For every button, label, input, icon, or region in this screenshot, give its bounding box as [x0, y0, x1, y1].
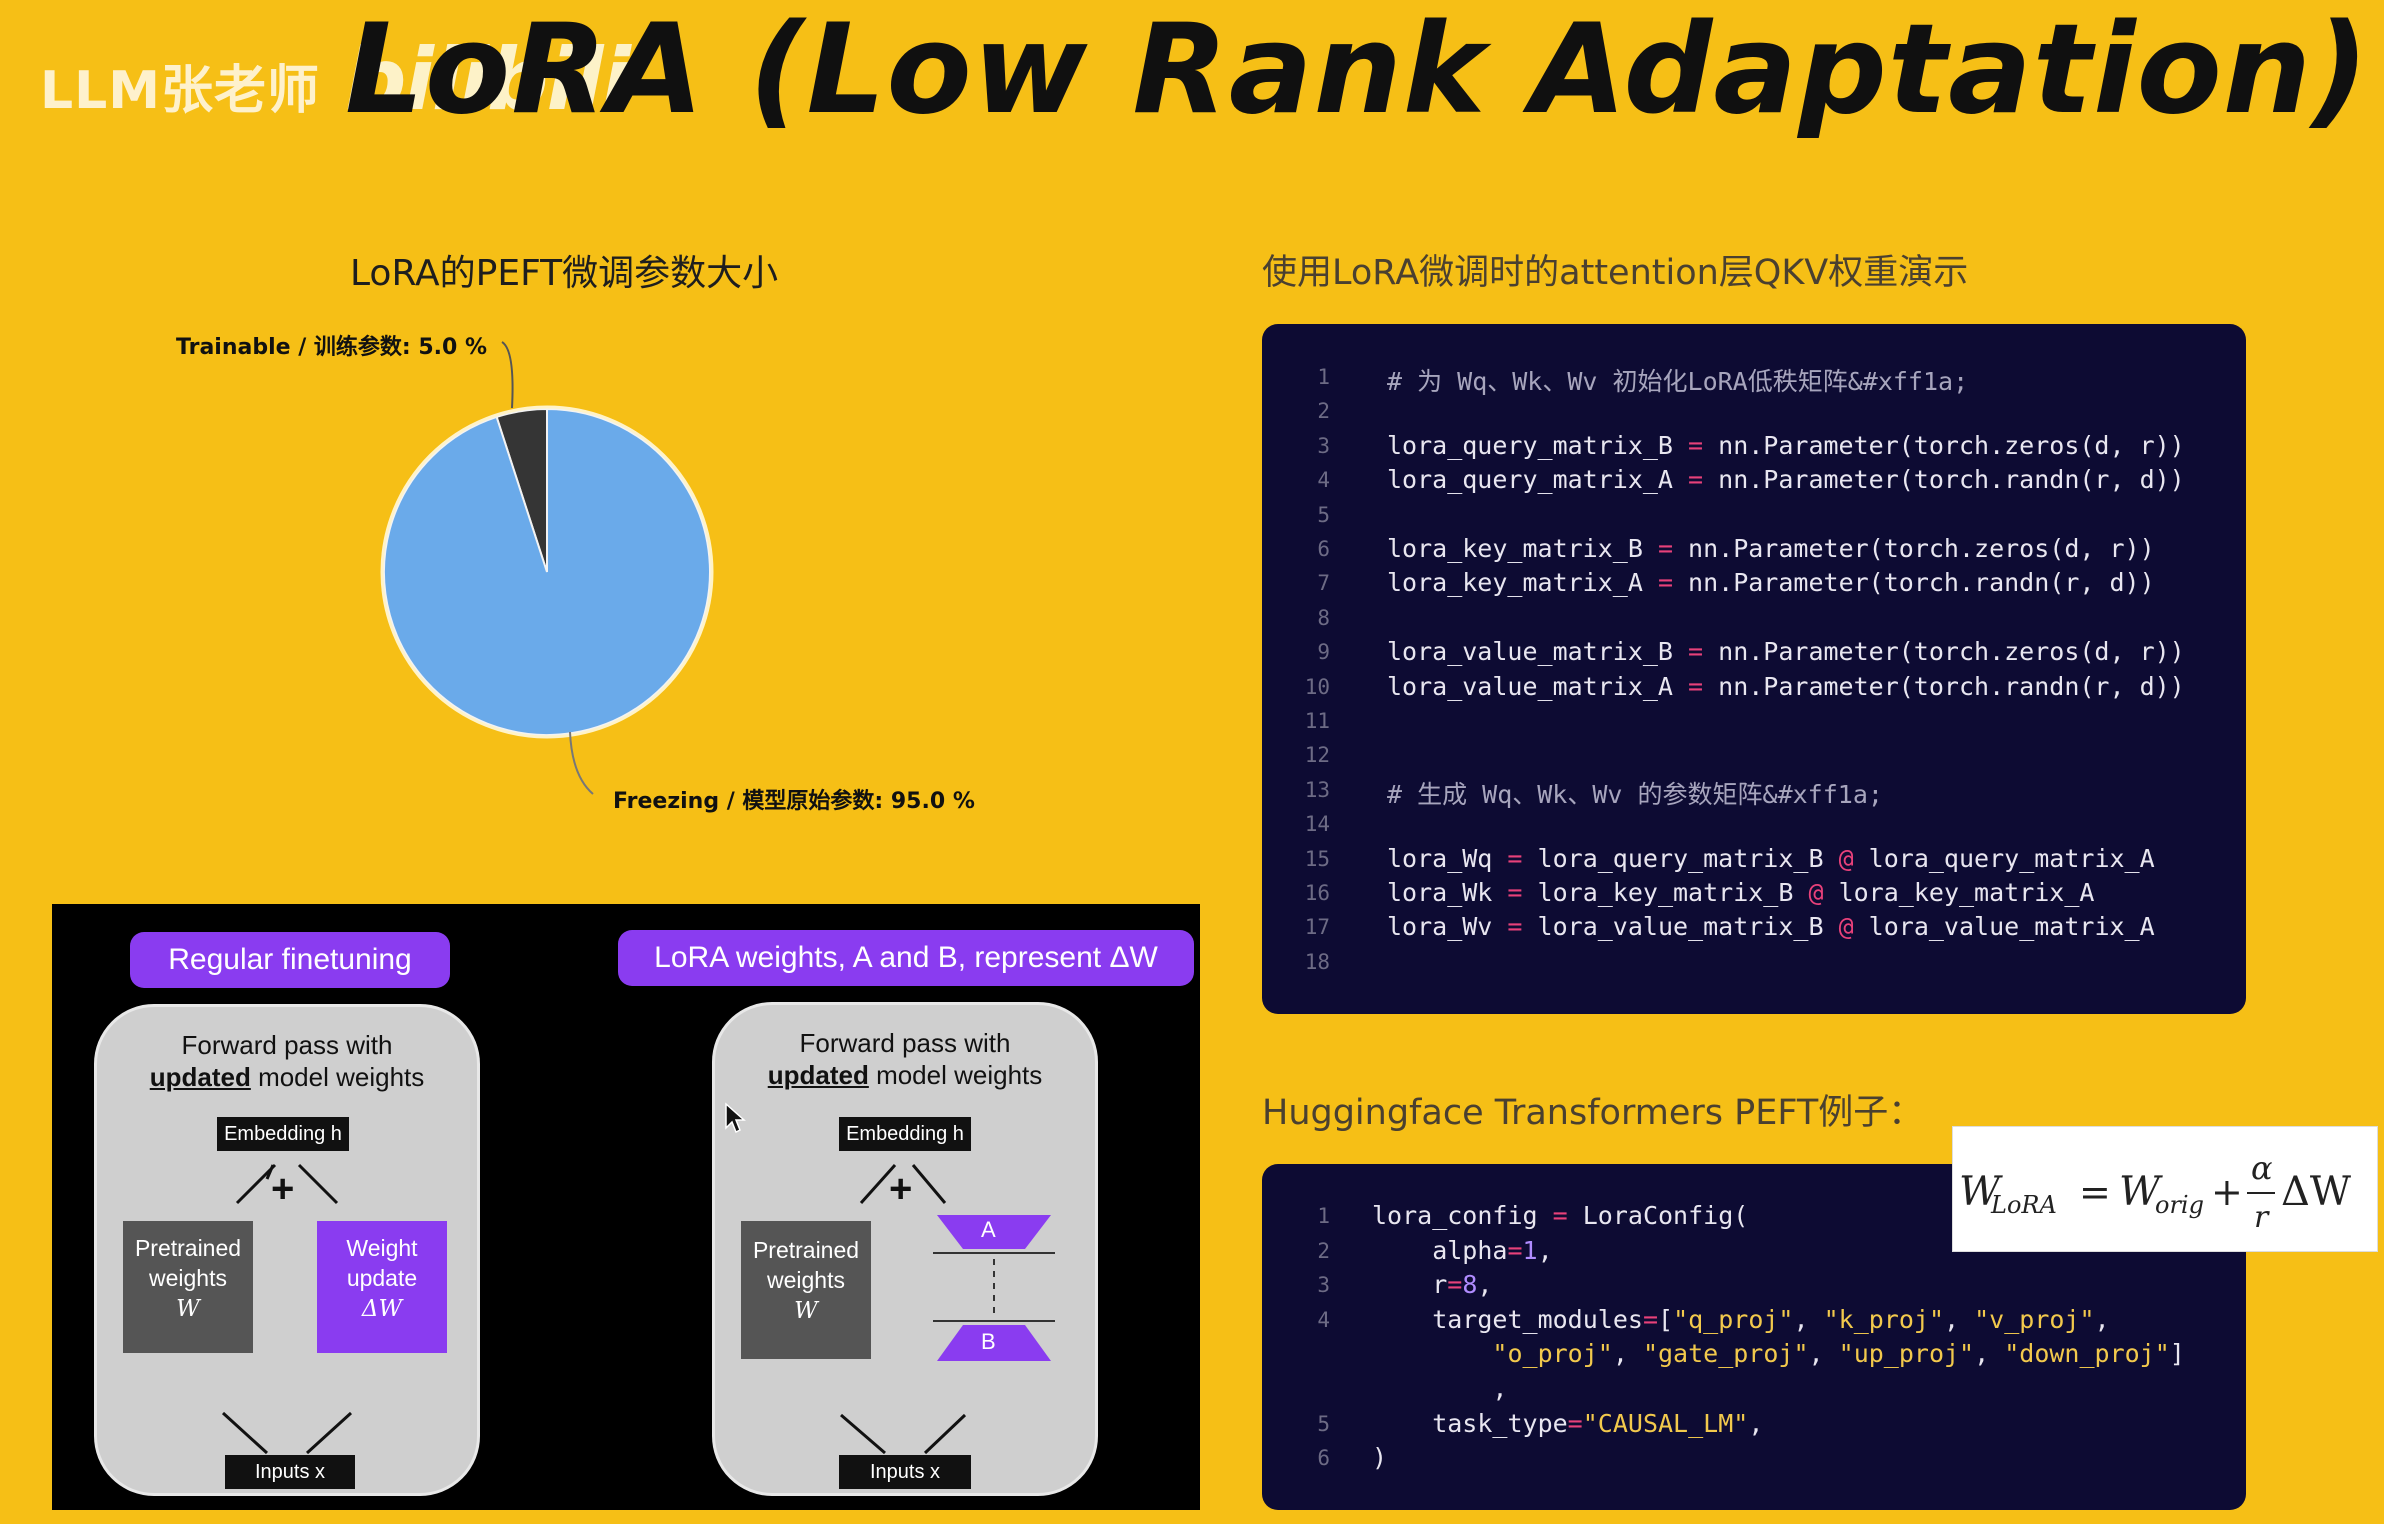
pie-chart-title: LoRA的PEFT微调参数大小 [350, 253, 779, 294]
formula-lhs-sub: LoRA [1990, 1191, 2057, 1219]
pie-outline [380, 405, 714, 739]
matrix-a-shape [937, 1215, 1051, 1249]
line-number: 3 [1317, 433, 1330, 458]
line-number: 16 [1304, 881, 1330, 905]
matrix-a-label: A [981, 1217, 996, 1242]
line-number: 8 [1317, 605, 1330, 630]
code-line: ) [1372, 1443, 1388, 1473]
line-number: 4 [1317, 468, 1330, 493]
line-number: 2 [1317, 399, 1330, 424]
line-number: 6 [1317, 1446, 1330, 1471]
line-number: 18 [1304, 949, 1330, 974]
code-line: lora_key_matrix_A = nn.Parameter(torch.r… [1387, 568, 2155, 598]
hf-section-title: Huggingface Transformers PEFT例子： [1262, 1093, 1924, 1133]
line-number: 12 [1304, 743, 1330, 768]
pie-chart: Trainable / 训练参数: 5.0 % Freezing / 模型原始参… [176, 334, 975, 814]
line-number: 14 [1304, 812, 1330, 837]
embedding-box: Embedding h [839, 1117, 971, 1151]
watermark-text: LLM张老师 [40, 61, 321, 121]
code-line: lora_value_matrix_A = nn.Parameter(torch… [1387, 671, 2185, 701]
code-line: # 生成 Wq、Wk、Wv 的参数矩阵&#xff1a; [1387, 779, 1883, 809]
line-number: 6 [1317, 537, 1330, 561]
bilibili-logo: bilibili [345, 30, 631, 130]
freezing-slice [383, 407, 711, 736]
forward-pass-heading: Forward pass with updated model weights [767, 1028, 1043, 1090]
line-number: 13 [1304, 777, 1330, 802]
code-line: lora_Wk = lora_key_matrix_B @ lora_key_m… [1387, 878, 2095, 907]
matrix-b-shape [937, 1325, 1051, 1361]
line-number: 2 [1317, 1238, 1330, 1263]
line-number: 11 [1304, 709, 1330, 733]
code-line: lora_Wv = lora_value_matrix_B @ lora_val… [1387, 912, 2155, 942]
freezing-label: Freezing / 模型原始参数: 95.0 % [613, 788, 975, 814]
right-arrows [840, 1163, 1055, 1455]
line-number: 4 [1317, 1307, 1330, 1332]
formula-eq: = [2079, 1170, 2111, 1214]
code-line: task_type="CAUSAL_LM", [1372, 1408, 1764, 1438]
code-line: , [1372, 1374, 1508, 1403]
embedding-box: Embedding h [217, 1117, 349, 1151]
formula-w: W [2119, 1169, 2163, 1215]
code-line: lora_query_matrix_B = nn.Parameter(torch… [1387, 430, 2185, 460]
lora-finetuning-card: Forward pass with updated model weights … [712, 1002, 1098, 1496]
line-number: 5 [1317, 1411, 1330, 1436]
regular-finetuning-card: Forward pass with updated model weights … [94, 1004, 480, 1496]
trainable-leader-line [501, 341, 514, 409]
plus-sign: + [889, 1167, 913, 1211]
freezing-leader-line [569, 731, 594, 795]
code-line: lora_key_matrix_B = nn.Parameter(torch.z… [1387, 534, 2155, 563]
finetuning-diagram: Regular finetuning Forward pass with upd… [52, 904, 1200, 1510]
lora-formula: W LoRA = W orig + α r ΔW [1952, 1126, 2378, 1252]
formula-plus: + [2211, 1170, 2243, 1214]
line-number: 3 [1317, 1273, 1330, 1298]
line-number: 15 [1304, 846, 1330, 871]
line-number: 10 [1304, 674, 1330, 699]
regular-finetuning-pill: Regular finetuning [130, 932, 450, 988]
code-section-title: 使用LoRA微调时的attention层QKV权重演示 [1262, 253, 1969, 293]
trainable-label: Trainable / 训练参数: 5.0 % [176, 334, 487, 360]
formula-delta-w: ΔW [2281, 1169, 2351, 1215]
lora-weights-pill: LoRA weights, A and B, represent ΔW [618, 930, 1194, 986]
code-line: lora_query_matrix_A = nn.Parameter(torch… [1387, 465, 2185, 495]
line-number: 9 [1317, 640, 1330, 665]
formula-w-sub: orig [2155, 1191, 2204, 1219]
slide-title: LoRA (Low Rank Adaptation) [345, 0, 2370, 142]
inputs-box: Inputs x [839, 1455, 971, 1489]
code-line: "o_proj", "gate_proj", "up_proj", "down_… [1492, 1339, 2185, 1369]
code-line: alpha=1, [1372, 1235, 1553, 1265]
code-line: lora_config = LoraConfig( [1372, 1201, 1749, 1230]
forward-pass-heading: Forward pass with updated model weights [149, 1030, 425, 1092]
line-number: 7 [1317, 571, 1330, 596]
mouse-cursor-icon [725, 1102, 746, 1134]
code-line: r=8, [1372, 1270, 1493, 1300]
code-line: # 为 Wq、Wk、Wv 初始化LoRA低秩矩阵&#xff1a; [1387, 367, 1969, 396]
formula-r: r [2254, 1200, 2270, 1235]
left-arrows [221, 1163, 353, 1455]
code-line: lora_value_matrix_B = nn.Parameter(torch… [1387, 637, 2185, 667]
qkv-code-block: 1 # 为 Wq、Wk、Wv 初始化LoRA低秩矩阵&#xff1a; 2 3 lora_… [1262, 324, 2246, 1014]
line-number: 17 [1304, 915, 1330, 940]
line-number: 1 [1317, 1204, 1330, 1228]
code-line: target_modules=["q_proj", "k_proj", "v_p… [1372, 1304, 2110, 1334]
inputs-box: Inputs x [225, 1455, 355, 1489]
formula-alpha: α [2251, 1149, 2273, 1187]
formula-lhs: W [1959, 1169, 2003, 1215]
matrix-b-label: B [981, 1329, 996, 1354]
line-number: 5 [1317, 502, 1330, 527]
line-number: 1 [1317, 365, 1330, 389]
plus-sign: + [271, 1167, 295, 1211]
code-line: lora_Wq = lora_query_matrix_B @ lora_que… [1387, 843, 2155, 873]
